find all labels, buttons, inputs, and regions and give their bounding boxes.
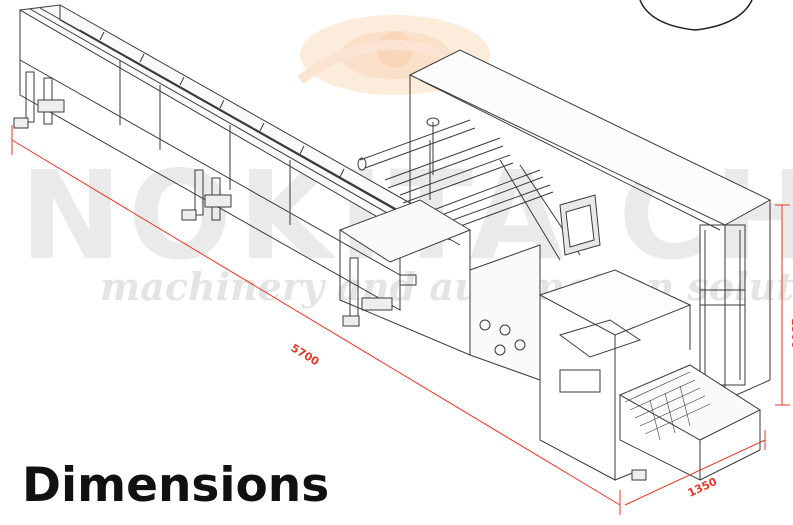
page-title: Dimensions <box>22 458 330 513</box>
length-dimension-line <box>11 139 621 506</box>
hmi-screen <box>559 194 601 256</box>
logo-circle-fragment <box>639 0 753 31</box>
watermark-logo <box>297 15 493 95</box>
conveyor-legs <box>13 71 393 327</box>
sealer-unit <box>538 269 692 481</box>
height-label: 1500 <box>789 318 793 349</box>
dimension-lines <box>11 125 790 515</box>
width-dimension-line <box>624 439 766 506</box>
outfeed-conveyor <box>618 364 762 481</box>
main-housing <box>408 49 772 401</box>
infeed-conveyor <box>18 4 461 311</box>
front-housing <box>338 199 541 381</box>
machine-line-art <box>13 4 772 481</box>
watermark-tagline: machinery and automation solutions <box>100 264 793 309</box>
length-label: 5700 <box>288 341 321 368</box>
